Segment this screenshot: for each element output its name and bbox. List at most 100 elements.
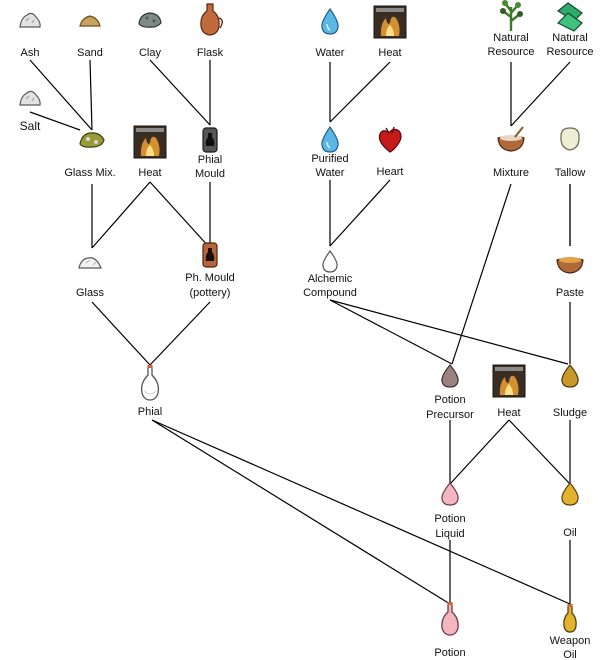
node-label-salt: Salt bbox=[20, 119, 41, 133]
leaf-bundle-icon bbox=[556, 2, 583, 32]
edge-ash-to-glass_mix bbox=[29, 59, 93, 131]
fire-icon bbox=[133, 125, 167, 159]
label-line: (pottery) bbox=[190, 287, 231, 299]
node-label-ph-mould-pottery: Ph. Mould(pottery) bbox=[185, 272, 235, 299]
fire-icon bbox=[492, 364, 526, 398]
label-line: Ash bbox=[21, 47, 40, 59]
sand-pile-icon bbox=[79, 15, 101, 27]
label-line: Tallow bbox=[555, 167, 586, 179]
label-line: Water bbox=[316, 47, 345, 59]
label-line: Glass bbox=[76, 287, 105, 299]
edge-sand-to-glass_mix bbox=[89, 59, 93, 131]
label-line: Liquid bbox=[435, 528, 464, 540]
label-line: Heat bbox=[138, 167, 161, 179]
mould-icon bbox=[202, 127, 218, 153]
edge-heat_3-to-oil bbox=[508, 419, 571, 485]
edge-natural_resource_2-to-mixture bbox=[510, 61, 571, 127]
label-line: Oil bbox=[563, 527, 576, 539]
tallow-icon bbox=[560, 127, 580, 151]
glass-pile-icon bbox=[78, 257, 102, 269]
label-line: Heart bbox=[377, 166, 404, 178]
edge-ph_mould_pottery-to-phial bbox=[149, 301, 211, 366]
node-label-tallow: Tallow bbox=[555, 167, 586, 179]
edge-heat_1-to-ph_mould_pottery bbox=[149, 181, 211, 249]
node-label-glass-mix: Glass Mix. bbox=[64, 167, 115, 179]
edge-glass-to-phial bbox=[91, 301, 151, 366]
label-line: Oil bbox=[563, 649, 576, 660]
pottery-mould-icon bbox=[202, 242, 218, 268]
clay-lump-icon bbox=[138, 12, 162, 28]
water-drop-icon bbox=[321, 125, 339, 153]
label-line: Salt bbox=[20, 119, 41, 133]
flask-jug-icon bbox=[200, 3, 223, 36]
node-label-heat-1: Heat bbox=[138, 167, 161, 179]
edge-heat_3-to-potion_liquid bbox=[449, 419, 510, 485]
node-label-ash: Ash bbox=[21, 47, 40, 59]
grey-drop-icon bbox=[441, 364, 459, 388]
node-label-phial: Phial bbox=[138, 406, 162, 418]
node-label-sand: Sand bbox=[77, 47, 103, 59]
sludge-drop-icon bbox=[561, 364, 579, 388]
label-line: Natural bbox=[493, 32, 528, 44]
potion-bottle-icon bbox=[441, 602, 459, 636]
label-line: Mixture bbox=[493, 167, 529, 179]
label-line: Resource bbox=[487, 46, 534, 58]
label-line: Glass Mix. bbox=[64, 167, 115, 179]
node-label-mixture: Mixture bbox=[493, 167, 529, 179]
label-line: Precursor bbox=[426, 409, 474, 421]
white-drop-icon bbox=[322, 249, 338, 273]
edge-heat_1-to-glass bbox=[91, 181, 151, 249]
edge-phial-to-weapon_oil bbox=[151, 419, 571, 605]
label-line: Potion bbox=[434, 394, 465, 406]
edge-heat_2-to-purified_water bbox=[329, 61, 391, 123]
water-drop-icon bbox=[321, 7, 339, 35]
node-label-paste: Paste bbox=[556, 287, 584, 299]
label-line: Potion bbox=[434, 513, 465, 525]
edge-phial-to-potion bbox=[151, 419, 451, 605]
edge-heart-to-alchemic_compound bbox=[329, 179, 391, 247]
herb-icon bbox=[500, 0, 523, 31]
edge-clay-to-phial_mould bbox=[149, 59, 211, 126]
node-label-oil: Oil bbox=[563, 527, 576, 539]
label-line: Natural bbox=[552, 32, 587, 44]
glass-mix-icon bbox=[79, 132, 105, 148]
label-line: Heat bbox=[378, 47, 401, 59]
edge-alchemic_compound-to-sludge bbox=[329, 299, 569, 365]
node-label-heat-3: Heat bbox=[497, 407, 520, 419]
paste-bowl-icon bbox=[556, 257, 584, 274]
label-line: Paste bbox=[556, 287, 584, 299]
label-line: Water bbox=[316, 167, 345, 179]
label-line: Compound bbox=[303, 287, 357, 299]
label-line: Potion bbox=[434, 647, 465, 659]
powder-pile-icon bbox=[19, 90, 41, 106]
label-line: Clay bbox=[139, 47, 162, 59]
label-line: Resource bbox=[546, 46, 593, 58]
node-label-sludge: Sludge bbox=[553, 407, 587, 419]
label-line: Weapon bbox=[550, 635, 591, 647]
label-line: Heat bbox=[497, 407, 520, 419]
connection-lines bbox=[29, 59, 571, 605]
node-label-glass: Glass bbox=[76, 287, 105, 299]
heart-icon bbox=[378, 126, 402, 153]
edge-alchemic_compound-to-potion_precursor bbox=[329, 299, 453, 365]
label-line: Sand bbox=[77, 47, 103, 59]
edge-salt-to-glass_mix bbox=[29, 111, 81, 131]
label-line: Phial bbox=[198, 154, 222, 166]
node-label-water: Water bbox=[316, 47, 345, 59]
label-line: Mould bbox=[195, 168, 225, 180]
label-line: Alchemic bbox=[308, 273, 353, 285]
label-line: Purified bbox=[311, 153, 348, 165]
fire-icon bbox=[373, 5, 407, 39]
node-label-heart: Heart bbox=[377, 166, 404, 178]
node-label-clay: Clay bbox=[139, 47, 162, 59]
powder-pile-icon bbox=[19, 12, 41, 28]
